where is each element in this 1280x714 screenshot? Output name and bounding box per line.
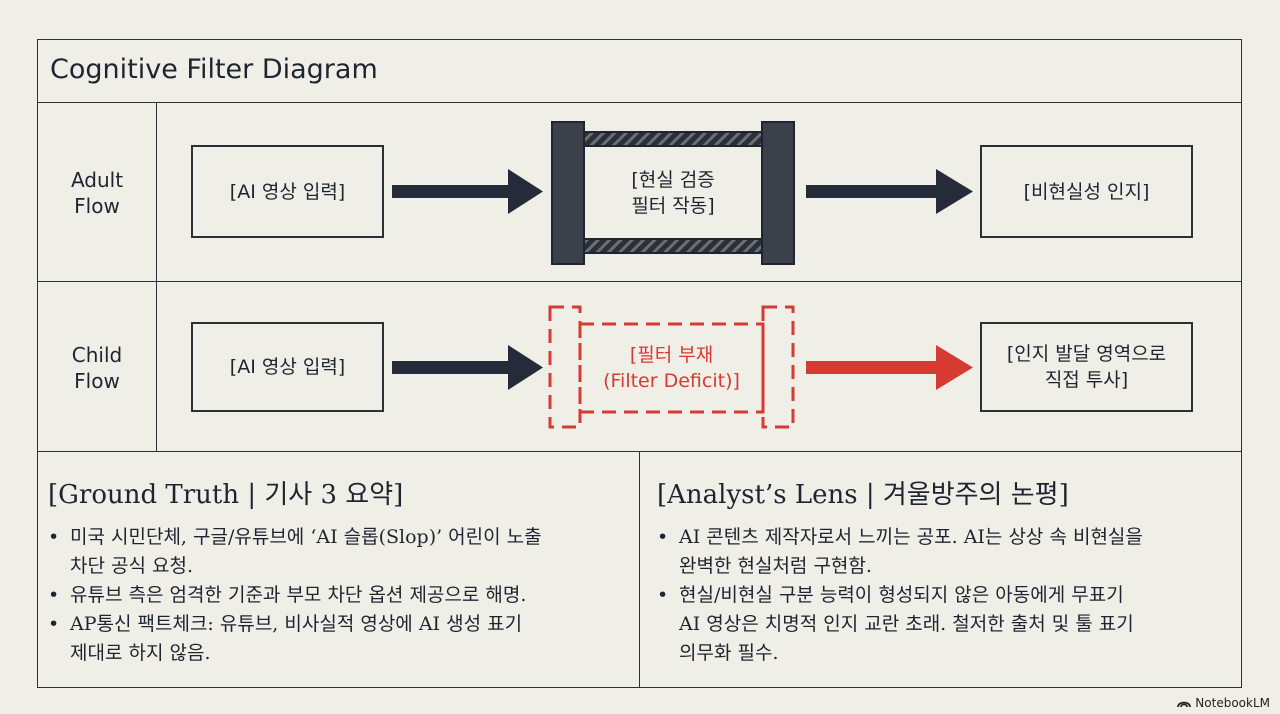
- adult-filter-text: [현실 검증 필터 작동]: [584, 167, 762, 219]
- list-item: AI 콘텐츠 제작자로서 느끼는 공포. AI는 상상 속 비현실을 완벽한 현…: [657, 523, 1254, 581]
- adult-input-text: [AI 영상 입력]: [229, 180, 346, 203]
- child-input-text: [AI 영상 입력]: [229, 356, 346, 378]
- child-flow-label: Child Flow: [38, 342, 156, 394]
- page-title: Cognitive Filter Diagram: [50, 54, 378, 85]
- bullet-line: AP통신 팩트체크: 유튜브, 비사실적 영상에 AI 생성 표기: [70, 613, 523, 635]
- list-item: 미국 시민단체, 구글/유튜브에 ‘AI 슬롭(Slop)’ 어린이 노출 차단…: [48, 523, 655, 581]
- adult-filter-frame: [551, 121, 795, 265]
- brand-label: NotebookLM: [1195, 696, 1270, 710]
- bullet-line: 제대로 하지 않음.: [70, 642, 211, 664]
- child-filter-frame: [548, 305, 795, 429]
- bullet-line: 완벽한 현실처럼 구현함.: [679, 555, 872, 577]
- list-item: 현실/비현실 구분 능력이 형성되지 않은 아동에게 무표기 AI 영상은 치명…: [657, 581, 1254, 668]
- child-filter-line2: (Filter Deficit)]: [603, 370, 740, 392]
- adult-filter-line1: [현실 검증: [631, 169, 715, 191]
- child-arrow-1: [392, 345, 543, 390]
- bullet-line: AI 영상은 치명적 인지 교란 초래. 철저한 출처 및 툴 표기: [679, 613, 1134, 635]
- adult-arrow-2: [806, 169, 973, 214]
- list-item: AP통신 팩트체크: 유튜브, 비사실적 영상에 AI 생성 표기 제대로 하지…: [48, 610, 655, 668]
- bullet-line: 차단 공식 요청.: [70, 555, 193, 577]
- bullet-line: 유튜브 측은 엄격한 기준과 부모 차단 옵션 제공으로 해명.: [70, 584, 527, 606]
- label-column-divider: [156, 102, 157, 451]
- child-filter-text: [필터 부재 (Filter Deficit)]: [580, 342, 763, 394]
- list-item: 유튜브 측은 엄격한 기준과 부모 차단 옵션 제공으로 해명.: [48, 581, 655, 610]
- row-divider: [38, 281, 1241, 282]
- ground-truth-list: 미국 시민단체, 구글/유튜브에 ‘AI 슬롭(Slop)’ 어린이 노출 차단…: [48, 523, 655, 668]
- adult-arrow-1: [392, 169, 543, 214]
- title-divider: [38, 102, 1241, 103]
- notebooklm-icon: [1177, 701, 1192, 708]
- adult-input-box: [AI 영상 입력]: [191, 145, 384, 238]
- child-label-line2: Flow: [74, 369, 120, 393]
- adult-flow-label: Adult Flow: [38, 167, 156, 219]
- ground-truth-title: [Ground Truth | 기사 3 요약]: [48, 480, 404, 510]
- adult-filter-line2: 필터 작동]: [631, 195, 715, 217]
- diagram-frame: Cognitive Filter Diagram Adult Flow Chil…: [37, 39, 1242, 688]
- adult-label-line2: Flow: [74, 194, 120, 218]
- child-label-line1: Child: [71, 343, 123, 367]
- child-input-box: [AI 영상 입력]: [191, 322, 384, 412]
- child-output-line2: 직접 투사]: [1044, 369, 1129, 391]
- child-output-line1: [인지 발달 영역으로: [1006, 343, 1167, 365]
- adult-label-line1: Adult: [70, 168, 124, 192]
- child-filter-line1: [필터 부재: [629, 344, 714, 366]
- adult-output-box: [비현실성 인지]: [980, 145, 1193, 238]
- analyst-lens-title: [Analyst’s Lens | 겨울방주의 논평]: [657, 480, 1069, 510]
- bullet-line: AI 콘텐츠 제작자로서 느끼는 공포. AI는 상상 속 비현실을: [679, 526, 1143, 548]
- filter-graphics: [392, 121, 973, 429]
- brand-badge: NotebookLM: [1177, 696, 1270, 710]
- child-output-box: [인지 발달 영역으로 직접 투사]: [980, 322, 1193, 412]
- adult-output-text: [비현실성 인지]: [1023, 180, 1150, 203]
- analyst-lens-list: AI 콘텐츠 제작자로서 느끼는 공포. AI는 상상 속 비현실을 완벽한 현…: [657, 523, 1254, 668]
- child-arrow-2-red: [806, 345, 973, 390]
- bullet-line: 현실/비현실 구분 능력이 형성되지 않은 아동에게 무표기: [679, 584, 1124, 606]
- bullet-line: 미국 시민단체, 구글/유튜브에 ‘AI 슬롭(Slop)’ 어린이 노출: [70, 526, 542, 548]
- bullet-line: 의무화 필수.: [679, 642, 779, 664]
